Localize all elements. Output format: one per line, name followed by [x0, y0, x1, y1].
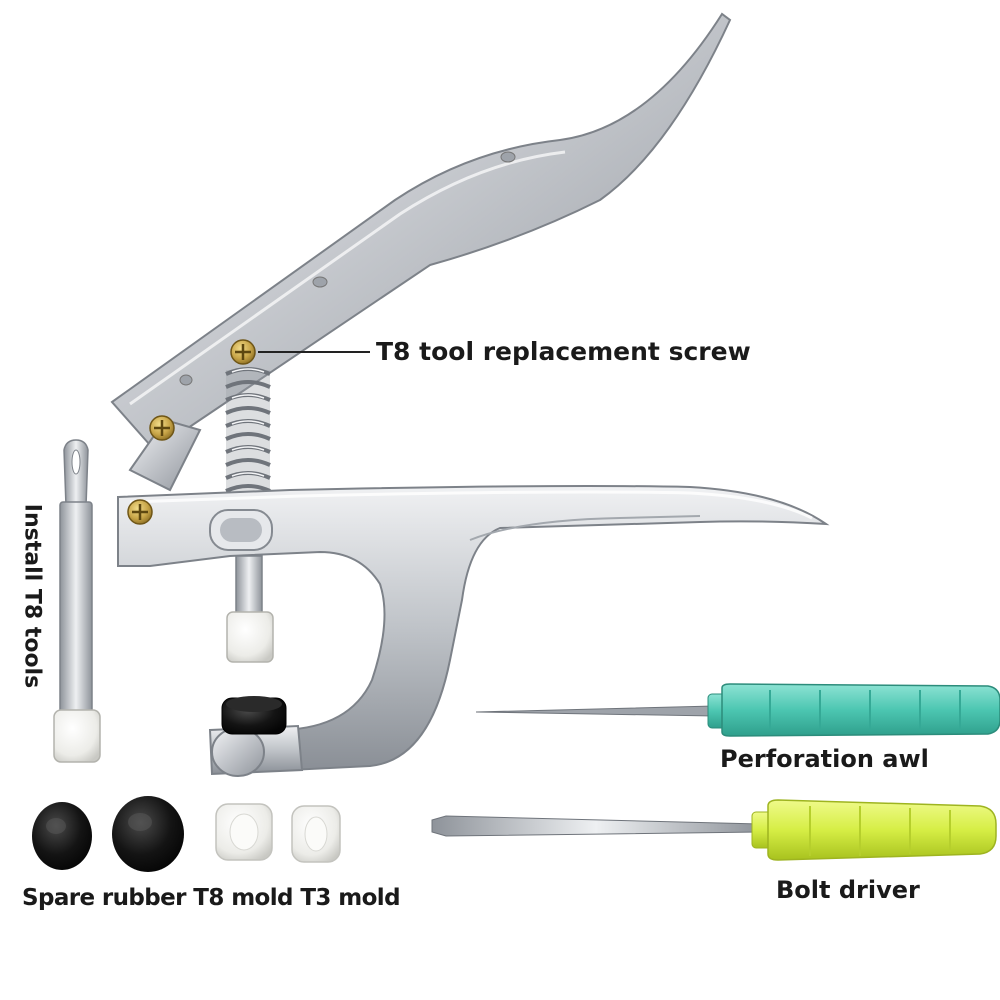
install-tools-label: Install T8 tools	[19, 503, 45, 689]
perforation-awl	[475, 683, 1000, 737]
spare-parts-label: Spare rubber T8 mold T3 mold	[22, 885, 401, 911]
screw-pivot	[127, 499, 153, 525]
anvil	[208, 696, 304, 777]
bolt-driver-label: Bolt driver	[776, 876, 920, 904]
press-post	[226, 555, 274, 663]
bolt-driver	[431, 799, 997, 861]
install-t8-tool	[53, 439, 101, 763]
replacement-screw-label: T8 tool replacement screw	[376, 337, 751, 366]
spare-rubber-small	[32, 802, 92, 870]
screw-middle	[149, 415, 175, 441]
screw-top	[230, 339, 256, 365]
t8-mold	[215, 803, 273, 861]
plier-body	[117, 485, 830, 772]
spring	[225, 367, 271, 496]
t3-mold	[291, 805, 341, 863]
upper-lever	[110, 12, 732, 464]
spare-rubber-large	[112, 796, 184, 872]
perforation-awl-label: Perforation awl	[720, 745, 929, 773]
